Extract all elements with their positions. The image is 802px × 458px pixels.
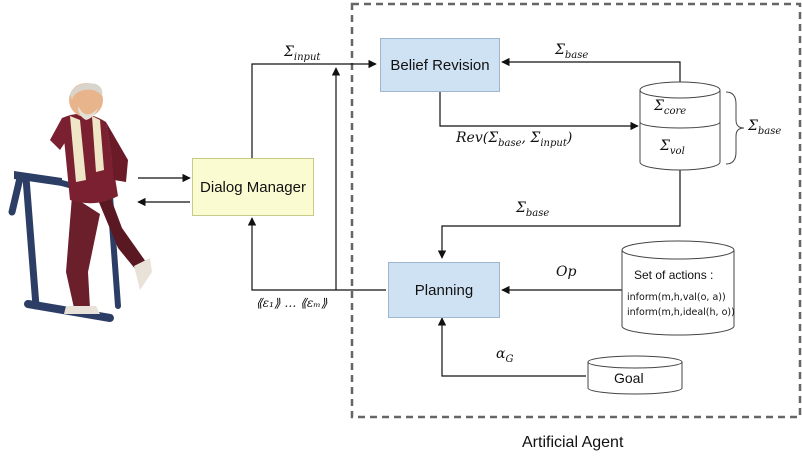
- actions-cylinder: [621, 240, 735, 336]
- person-on-treadmill-illustration: [8, 83, 152, 322]
- sigma-base-planning-label: Σbase: [516, 200, 550, 219]
- planning-box: Planning: [388, 262, 500, 318]
- dialog-manager-label: Dialog Manager: [200, 178, 306, 196]
- epsilon-events-label: ⟪ε₁⟫ … ⟪εₘ⟫: [256, 296, 328, 310]
- alpha-goal-label: αG: [496, 346, 514, 365]
- goal-label: Goal: [614, 370, 644, 386]
- rev-expression-label: Rev(Σbase, Σinput): [456, 130, 573, 149]
- dialog-manager-box: Dialog Manager: [192, 158, 314, 216]
- belief-revision-box: Belief Revision: [380, 38, 500, 92]
- goal-cylinder: [587, 355, 683, 395]
- sigma-base-top-label: Σbase: [555, 42, 589, 61]
- knowledge-base-cylinder: [639, 81, 721, 171]
- planning-label: Planning: [414, 281, 474, 299]
- sigma-core-label: Σcore: [654, 98, 687, 117]
- action-line-2: inform(m,h,ideal(h, o)): [627, 307, 735, 318]
- agent-boundary: [350, 2, 802, 419]
- sigma-input-label: Σinput: [284, 44, 321, 63]
- actions-title: Set of actions :: [634, 268, 714, 282]
- sigma-base-brace-label: Σbase: [748, 118, 782, 137]
- belief-revision-label: Belief Revision: [390, 56, 490, 74]
- sigma-vol-label: Σvol: [660, 138, 685, 157]
- op-label: Op: [556, 264, 577, 280]
- action-line-1: inform(m,h,val(o, a)): [627, 292, 726, 303]
- artificial-agent-caption: Artificial Agent: [522, 434, 624, 451]
- base-brace: [725, 91, 745, 165]
